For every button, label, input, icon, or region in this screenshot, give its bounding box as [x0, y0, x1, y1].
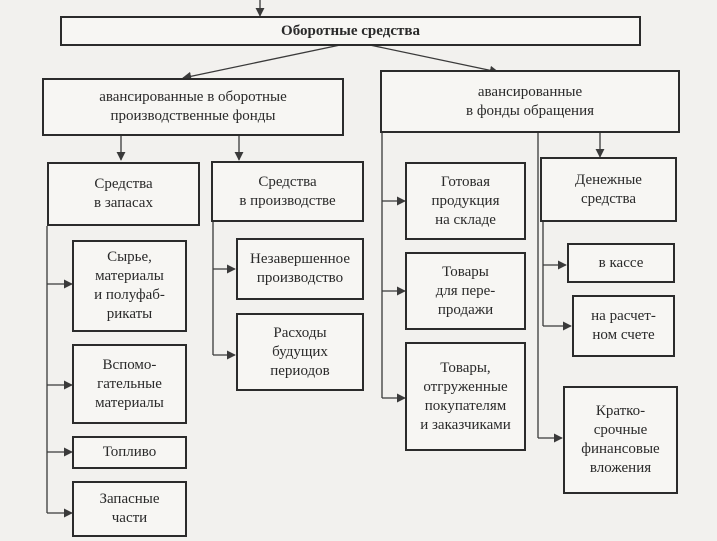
item-deferred-expenses: Расходы будущих периодов	[236, 313, 364, 391]
branch-circulation-funds: авансированные в фонды обращения	[380, 70, 680, 133]
item-spare-parts: Запасные части	[72, 481, 187, 537]
arrow-root-right	[364, 43, 499, 75]
item-cash-desk: в кассе	[567, 243, 675, 283]
group-inventory: Средства в запасах	[47, 162, 200, 226]
item-finished-goods: Готовая продукция на складе	[405, 162, 526, 240]
item-work-in-progress: Незавершенное производство	[236, 238, 364, 300]
group-in-production: Средства в производстве	[211, 161, 364, 222]
item-shipped-goods: Товары, отгруженные покупателям и заказч…	[405, 342, 526, 451]
item-goods-for-resale: Товары для пере- продажи	[405, 252, 526, 330]
arrow-root-left	[182, 43, 346, 81]
item-auxiliary-materials: Вспомо- гательные материалы	[72, 344, 187, 424]
item-settlement-account: на расчет- ном счете	[572, 295, 675, 357]
root-node: Оборотные средства	[60, 16, 641, 46]
branch-production-funds: авансированные в оборотные производствен…	[42, 78, 344, 136]
item-short-term-investments: Кратко- срочные финансовые вложения	[563, 386, 678, 494]
item-fuel: Топливо	[72, 436, 187, 469]
item-raw-materials: Сырье, материалы и полуфаб- рикаты	[72, 240, 187, 332]
group-cash: Денежные средства	[540, 157, 677, 222]
